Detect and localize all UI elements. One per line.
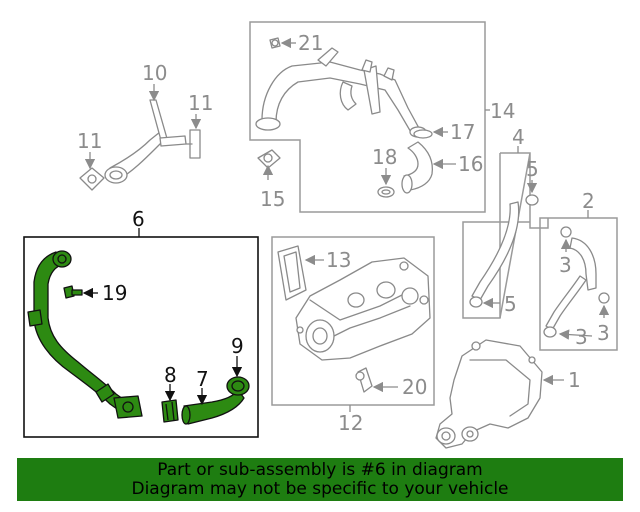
clamp-part-18 — [377, 186, 395, 198]
callout-9: 9 — [231, 334, 244, 358]
callout-7: 7 — [196, 367, 209, 391]
callout-11-left: 11 — [77, 129, 102, 153]
callout-4: 4 — [512, 125, 525, 149]
callout-10: 10 — [142, 61, 167, 85]
group-box-12 — [271, 236, 435, 406]
callout-12: 12 — [338, 411, 363, 435]
heater-tube-assembly-part — [255, 47, 427, 138]
bleeder-valve-part-21 — [269, 37, 281, 49]
clip-part-15 — [257, 149, 281, 169]
hose-part-16 — [401, 141, 434, 194]
callout-8: 8 — [164, 363, 177, 387]
hose-part-2 — [543, 226, 610, 338]
clamp-part-9 — [226, 376, 250, 396]
callout-16: 16 — [458, 152, 483, 176]
hose-part-7 — [181, 389, 245, 425]
coolant-module-part-12 — [295, 257, 431, 361]
callout-3-right: 3 — [597, 321, 610, 345]
callout-18: 18 — [372, 145, 397, 169]
leaders-gray — [84, 37, 610, 412]
sensor-part-20 — [355, 367, 373, 393]
callout-17: 17 — [450, 120, 475, 144]
callout-15: 15 — [260, 187, 285, 211]
callout-14: 14 — [490, 99, 515, 123]
callout-5-top: 5 — [526, 157, 539, 181]
callout-11-right: 11 — [188, 91, 213, 115]
callout-3-top: 3 — [559, 253, 572, 277]
callout-20: 20 — [402, 375, 427, 399]
group-box-6 — [23, 236, 259, 438]
callout-3-bottom: 3 — [575, 325, 588, 349]
outlet-pipe-part — [79, 99, 201, 191]
clamp-part-8 — [161, 399, 179, 423]
group-box-14 — [249, 21, 486, 213]
callout-6: 6 — [132, 207, 145, 231]
callout-2: 2 — [582, 189, 595, 213]
group-box-4 — [462, 152, 549, 319]
callout-13: 13 — [326, 248, 351, 272]
callout-1: 1 — [568, 368, 581, 392]
group-box-2 — [539, 217, 618, 351]
highlight-notice-banner: Part or sub-assembly is #6 in diagram Di… — [17, 458, 623, 501]
bolt-part-19 — [63, 285, 83, 299]
banner-line-2: Diagram may not be specific to your vehi… — [131, 479, 509, 499]
banner-line-1: Part or sub-assembly is #6 in diagram — [157, 460, 483, 480]
hose-part-4 — [469, 194, 539, 308]
water-pump-housing-part-1 — [435, 339, 543, 449]
callout-19: 19 — [102, 281, 127, 305]
callout-5-bottom: 5 — [504, 292, 517, 316]
coolant-pipe-part-6 — [27, 250, 143, 419]
callout-21: 21 — [298, 31, 323, 55]
leaders-black — [82, 228, 243, 406]
gasket-part-13 — [277, 245, 307, 301]
clamp-part-17 — [413, 129, 433, 139]
